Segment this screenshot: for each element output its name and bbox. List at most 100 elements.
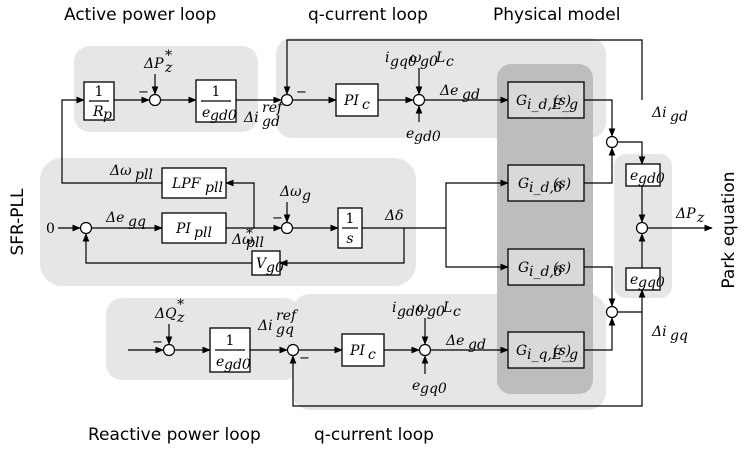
wire-g3-to-sum10 bbox=[584, 266, 616, 307]
wire-sum10-to-park bbox=[618, 289, 646, 313]
label-de-gq-sub: gq bbox=[128, 214, 146, 230]
block-egd0-den-sub: gd0 bbox=[210, 108, 237, 124]
sum-junction-omega bbox=[280, 221, 294, 235]
block-q-den-sub: gd0 bbox=[224, 357, 251, 373]
label-domega-pll-star-sub: pll bbox=[246, 235, 264, 251]
wire-vg0-to-sum5 bbox=[82, 233, 252, 264]
label-domega-g: Δω bbox=[279, 184, 302, 200]
label-digq-ref-sup: ref bbox=[276, 308, 299, 324]
block-park-egd0-sub: gd0 bbox=[638, 171, 665, 187]
region-reactive-power-loop bbox=[106, 298, 300, 380]
label-digd-ref-sub: gd bbox=[262, 114, 280, 130]
block-g4-tail: (s) bbox=[553, 343, 571, 359]
wire-ddelta-to-g2 bbox=[445, 179, 509, 228]
wire-ddelta-to-g3 bbox=[445, 228, 509, 271]
sum-junction-q-current-top bbox=[280, 93, 294, 107]
label-di-gq-sub: gq bbox=[670, 328, 688, 344]
block-park-egq0-text: e bbox=[630, 272, 638, 288]
label-lc-sub: c bbox=[446, 54, 454, 70]
block-pic-bot-sub: c bbox=[368, 347, 376, 363]
region-title-park-equation: Park equation bbox=[719, 171, 739, 288]
block-pic-top-sub: c bbox=[362, 97, 370, 113]
region-physical-model bbox=[497, 64, 593, 394]
label-egq0-in-sub: gq0 bbox=[420, 381, 447, 397]
label-digd-ref: Δi bbox=[243, 110, 259, 126]
block-vg0 bbox=[251, 250, 281, 276]
label-lc: L bbox=[435, 50, 445, 66]
block-q-den: e bbox=[216, 354, 224, 370]
label-zero: 0 bbox=[46, 221, 55, 237]
block-pipll-sub: pll bbox=[194, 225, 212, 241]
label-igq0-sub: gq0 bbox=[390, 54, 417, 70]
label-igd0: i bbox=[392, 300, 396, 316]
label-de-gd-bot: Δe bbox=[445, 333, 464, 349]
region-title-physical-model: Physical model bbox=[493, 5, 621, 25]
label-domega-g-sub: g bbox=[302, 188, 311, 204]
label-ddelta: Δδ bbox=[384, 208, 404, 224]
sum-junction-q-current-bottom bbox=[286, 343, 300, 357]
wire-g2-to-sum4 bbox=[584, 147, 616, 184]
block-pic-bottom bbox=[341, 333, 385, 367]
label-igd0-sub: gd0 bbox=[397, 304, 424, 320]
sum-junction-decoupling-top bbox=[412, 93, 426, 107]
label-lc-b: L bbox=[442, 300, 452, 316]
sum-junction-digd bbox=[605, 135, 619, 149]
label-dpz-out-sub: z bbox=[696, 210, 705, 226]
sum-junction-digq bbox=[605, 305, 619, 319]
block-park-egd0-text: e bbox=[630, 168, 638, 184]
label-digq-ref-sub: gq bbox=[276, 322, 294, 338]
block-g1-sub: i_d,E_g bbox=[527, 97, 578, 113]
label-dpz-star: ΔP bbox=[143, 56, 164, 72]
block-g-iq-eg bbox=[507, 331, 585, 369]
label-omega-g0-b: ω bbox=[417, 300, 429, 316]
block-g1-tail: (s) bbox=[553, 93, 571, 109]
block-q-num: 1 bbox=[226, 333, 235, 349]
sign-minus-sum8: − bbox=[299, 351, 310, 366]
label-omega-g0-sub: g0 bbox=[420, 54, 438, 70]
label-domega-pll: Δω bbox=[109, 163, 132, 179]
block-lpf-sub: pll bbox=[205, 180, 223, 196]
label-dqz-star: ΔQ bbox=[154, 306, 177, 322]
block-pi-pll bbox=[161, 212, 227, 244]
block-egd0-num: 1 bbox=[212, 84, 221, 100]
label-omega-g0-b-sub: g0 bbox=[427, 304, 445, 320]
block-int-den: s bbox=[346, 231, 353, 247]
label-dqz-star-sup: * bbox=[177, 297, 184, 313]
region-sfr-pll bbox=[40, 158, 416, 286]
block-vg0-sub: g0 bbox=[266, 260, 284, 276]
block-park-egq0-sub: gq0 bbox=[638, 275, 665, 291]
label-digd-ref-sup: ref bbox=[262, 100, 285, 116]
label-de-gd-top-sub: gd bbox=[462, 87, 480, 103]
label-domega-pll-star: Δω bbox=[231, 232, 254, 248]
region-title-q-current-bottom: q-current loop bbox=[314, 425, 434, 445]
label-de-gd-top: Δe bbox=[439, 83, 458, 99]
region-title-active-power: Active power loop bbox=[64, 5, 216, 25]
block-g-id-delta-1 bbox=[507, 164, 585, 202]
label-domega-pll-star-sup: * bbox=[246, 226, 253, 242]
block-int-num: 1 bbox=[346, 211, 355, 227]
sign-minus-sum2: − bbox=[296, 85, 307, 100]
label-dpz-star-sup: * bbox=[165, 48, 172, 64]
block-g3-tail: (s) bbox=[553, 260, 571, 276]
label-egd0-in-sub: gd0 bbox=[414, 129, 441, 145]
sign-minus-sum7: − bbox=[152, 335, 163, 350]
label-domega-pll-sub: pll bbox=[135, 167, 153, 183]
block-g2-tail: (s) bbox=[553, 176, 571, 192]
block-vg0-text: V bbox=[256, 256, 268, 272]
label-di-gd: Δi bbox=[651, 105, 667, 121]
region-title-sfr-pll: SFR-PLL bbox=[8, 188, 28, 256]
block-g1-text: G bbox=[516, 93, 527, 109]
sum-junction-active-power bbox=[148, 93, 162, 107]
block-g2-sub: i_d,δ bbox=[529, 180, 562, 196]
label-de-gq: Δe bbox=[105, 210, 124, 226]
block-pic-top bbox=[335, 83, 379, 117]
sum-junction-decoupling-bottom bbox=[418, 343, 432, 357]
label-digq-ref: Δi bbox=[257, 318, 273, 334]
block-rp-den: R bbox=[92, 104, 104, 120]
block-lpf-pll bbox=[161, 167, 227, 199]
block-g2-text: G bbox=[518, 176, 529, 192]
label-dpz-star-sub: z bbox=[164, 60, 173, 76]
block-lpf-text: LPF bbox=[171, 176, 202, 192]
region-title-q-current-top: q-current loop bbox=[308, 5, 428, 25]
